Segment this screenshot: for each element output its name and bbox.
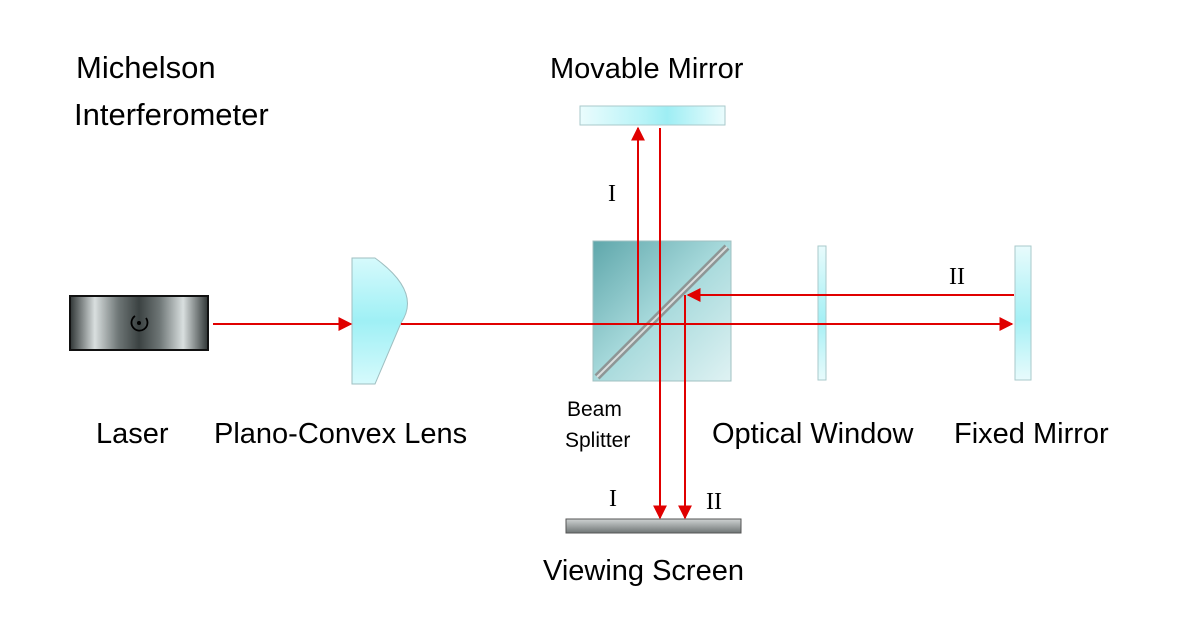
plano-convex-lens: [351, 257, 408, 385]
viewing-screen-label: Viewing Screen: [543, 555, 744, 587]
power-icon: [130, 315, 149, 332]
laser-beams: [213, 126, 1014, 520]
movable-mirror: [579, 105, 726, 126]
beam-splitter-plate-highlight: [596, 246, 728, 378]
lens-label: Plano-Convex Lens: [214, 418, 467, 450]
title-line1: Michelson: [76, 50, 216, 85]
beam1-label-upper: I: [608, 181, 616, 207]
beam-splitter-label-line2: Splitter: [565, 429, 630, 452]
title-line2: Interferometer: [74, 97, 269, 132]
fixed-mirror-label: Fixed Mirror: [954, 418, 1109, 450]
optical-window: [817, 245, 827, 381]
beam-splitter-label-line1: Beam: [567, 398, 622, 421]
beam2-label-upper: II: [949, 264, 965, 290]
fixed-mirror: [1014, 245, 1032, 381]
optical-window-label: Optical Window: [712, 418, 915, 450]
laser-label: Laser: [96, 418, 169, 450]
beam1-label-screen: I: [609, 486, 617, 512]
viewing-screen: [565, 518, 742, 534]
movable-mirror-label: Movable Mirror: [550, 53, 744, 85]
beam2-label-screen: II: [706, 489, 722, 515]
